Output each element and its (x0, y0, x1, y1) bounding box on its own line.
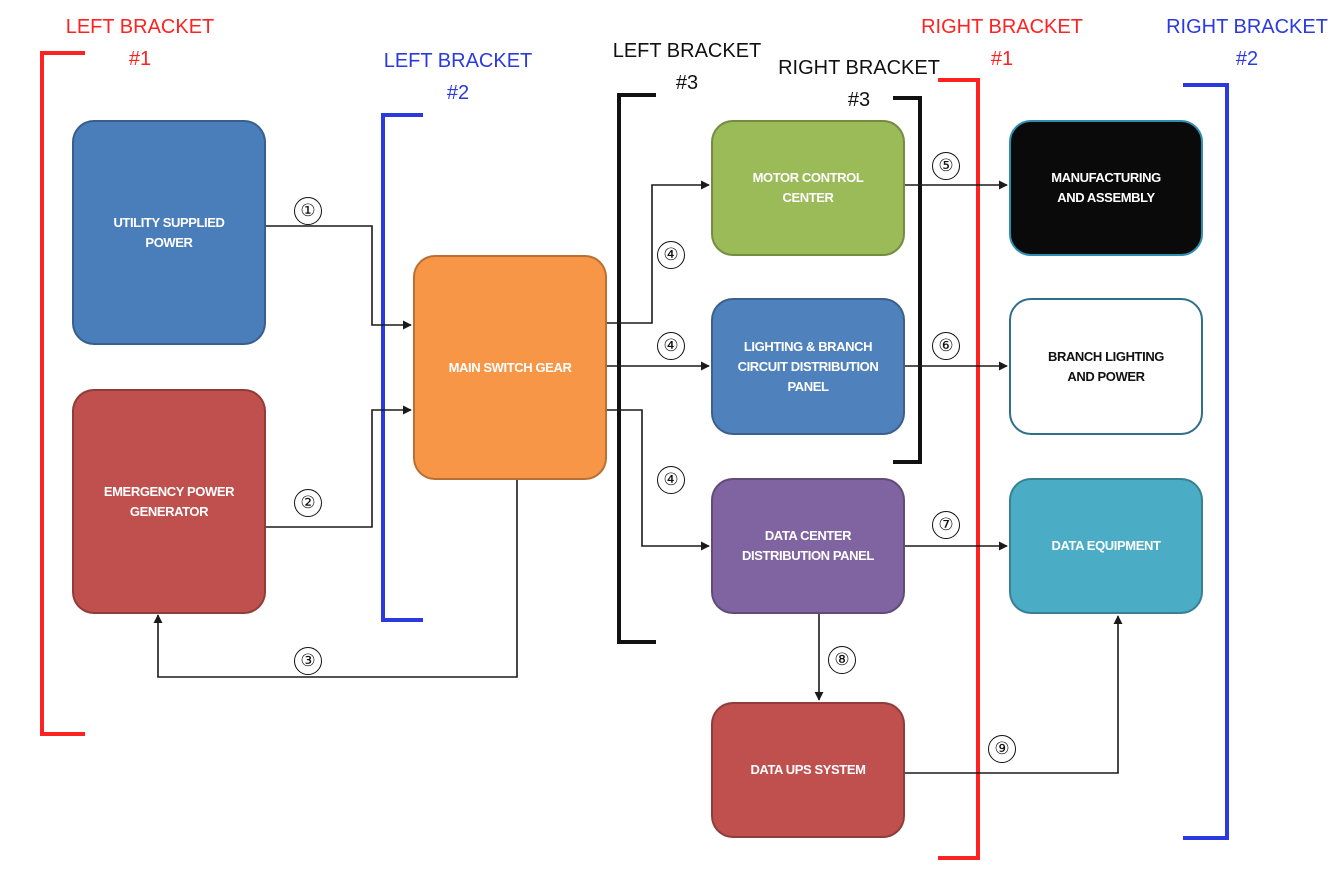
left-bracket-3 (617, 93, 656, 644)
right-bracket-3 (893, 96, 922, 464)
connector-marker-9: ⑨ (988, 735, 1016, 763)
connector-marker-1: ① (294, 197, 322, 225)
left-bracket-2-label: LEFT BRACKET #2 (383, 50, 533, 104)
right-bracket-1-label: RIGHT BRACKET #1 (921, 16, 1083, 70)
right-bracket-3-label: RIGHT BRACKET #3 (778, 57, 940, 111)
connector-1-utility-to-switch (265, 225, 412, 330)
right-bracket-2 (1183, 83, 1229, 840)
right-bracket-2-label: RIGHT BRACKET #2 (1166, 16, 1328, 70)
connector-marker-7: ⑦ (932, 511, 960, 539)
utility-supplied-power-box: UTILITY SUPPLIED POWER (72, 120, 266, 345)
branch-lighting-and-power-box: BRANCH LIGHTING AND POWER (1009, 298, 1203, 435)
data-equipment-box: DATA EQUIPMENT (1009, 478, 1203, 614)
connector-marker-8: ⑧ (828, 646, 856, 674)
right-bracket-1 (938, 78, 980, 860)
left-bracket-2 (381, 113, 423, 622)
left-bracket-1-label: LEFT BRACKET #1 (65, 16, 215, 70)
left-bracket-1 (40, 51, 85, 736)
data-center-distribution-panel-box: DATA CENTER DISTRIBUTION PANEL (711, 478, 905, 614)
connector-marker-5: ⑤ (932, 152, 960, 180)
connector-3-switch-to-generator (153, 480, 518, 678)
emergency-power-generator-box: EMERGENCY POWER GENERATOR (72, 389, 266, 614)
connector-marker-2: ② (294, 489, 322, 517)
data-ups-system-box: DATA UPS SYSTEM (711, 702, 905, 838)
connector-marker-4-middle: ④ (657, 332, 685, 360)
lighting-branch-circuit-panel-box: LIGHTING & BRANCH CIRCUIT DISTRIBUTION P… (711, 298, 905, 435)
motor-control-center-box: MOTOR CONTROL CENTER (711, 120, 905, 256)
connector-2-generator-to-switch (265, 405, 412, 528)
main-switch-gear-box: MAIN SWITCH GEAR (413, 255, 607, 480)
connector-marker-4-bottom: ④ (657, 466, 685, 494)
connector-marker-3: ③ (294, 647, 322, 675)
left-bracket-3-label: LEFT BRACKET #3 (612, 40, 762, 94)
connector-marker-6: ⑥ (932, 332, 960, 360)
connector-marker-4-top: ④ (657, 241, 685, 269)
connector-4-switch-to-data-center (606, 409, 710, 551)
connector-4-switch-to-motor (606, 180, 710, 324)
manufacturing-and-assembly-box: MANUFACTURING AND ASSEMBLY (1009, 120, 1203, 256)
connector-9-ups-to-equipment (905, 615, 1123, 774)
